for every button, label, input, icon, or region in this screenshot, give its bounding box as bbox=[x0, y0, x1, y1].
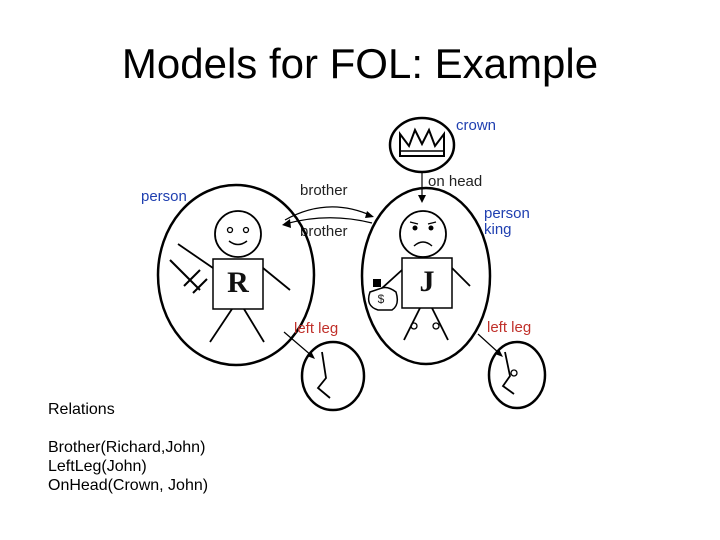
relation-item: Brother(Richard,John) bbox=[48, 439, 206, 456]
john-figure bbox=[360, 186, 492, 366]
left-leg-arrowhead-john bbox=[495, 349, 503, 357]
person-label-john: person bbox=[484, 205, 530, 222]
brother-label-bottom: brother bbox=[300, 223, 348, 240]
relation-item: OnHead(Crown, John) bbox=[48, 477, 209, 494]
left-leg-arrow-john bbox=[477, 333, 501, 355]
brother-label-top: brother bbox=[300, 182, 348, 199]
left-leg-arrowhead-richard bbox=[307, 351, 315, 359]
brother-arrowhead-top bbox=[365, 211, 374, 218]
left-leg-label-john: left leg bbox=[487, 319, 531, 336]
king-label: king bbox=[484, 221, 512, 238]
left-leg-arrow-richard bbox=[283, 331, 313, 357]
john-box bbox=[401, 257, 453, 309]
brother-arrow-bottom bbox=[284, 217, 373, 225]
money-bag-icon bbox=[367, 286, 399, 311]
relations-list: Relations Brother(Richard,John) LeftLeg(… bbox=[48, 400, 208, 495]
brother-arrowhead-bottom bbox=[282, 219, 291, 228]
on-head-label: on head bbox=[428, 173, 482, 190]
crown-label: crown bbox=[456, 117, 496, 134]
richard-figure bbox=[156, 183, 316, 367]
left-leg-label-richard: left leg bbox=[294, 320, 338, 337]
relations-heading: Relations bbox=[48, 401, 115, 418]
money-bag-symbol: $ bbox=[378, 292, 385, 306]
on-head-arrowhead bbox=[418, 195, 426, 203]
richard-box bbox=[212, 258, 264, 310]
person-label-richard: person bbox=[141, 188, 187, 205]
crown-object bbox=[388, 116, 456, 174]
richard-left-leg bbox=[300, 340, 366, 412]
richard-box-letter: R bbox=[227, 266, 249, 299]
relation-item: LeftLeg(John) bbox=[48, 458, 147, 475]
money-bag-tie-icon bbox=[373, 279, 381, 287]
john-left-leg bbox=[487, 340, 547, 410]
john-box-letter: J bbox=[420, 265, 435, 298]
slide-title: Models for FOL: Example bbox=[121, 40, 599, 87]
